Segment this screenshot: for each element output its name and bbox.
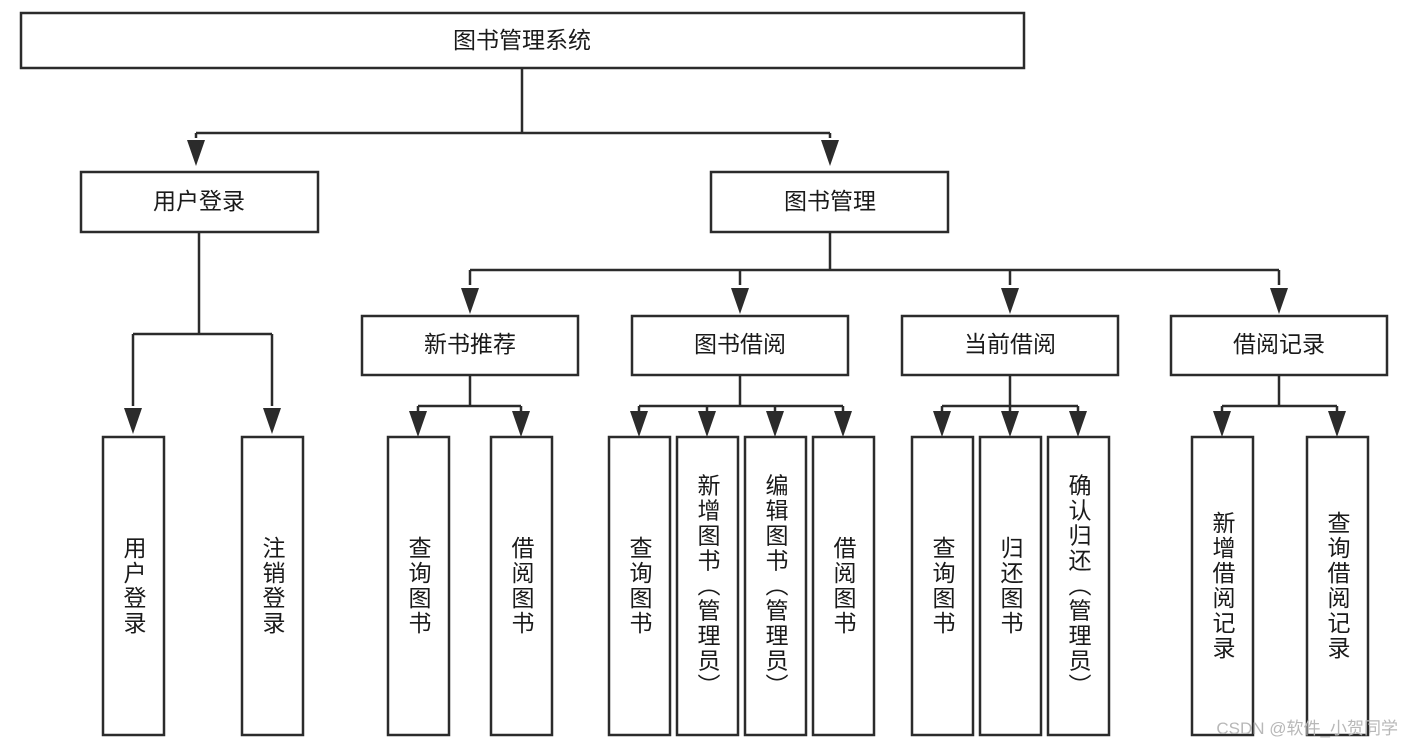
node-label-leaf-query-book-bb: 查询图书: [626, 536, 653, 636]
node-root-book-management-system[interactable]: 图书管理系统: [19, 11, 1026, 70]
node-box-book-borrow: [630, 314, 850, 377]
node-box-leaf-query-record: [1305, 435, 1370, 737]
arrow-icon-book-manage: [821, 140, 839, 166]
node-leaf-return-book[interactable]: 归还图书: [978, 435, 1043, 737]
node-box-leaf-confirm-return: [1046, 435, 1111, 737]
node-box-new-book-recommend: [360, 314, 580, 377]
node-box-leaf-borrow-book-nb: [489, 435, 554, 737]
node-leaf-query-record[interactable]: 查询借阅记录: [1305, 435, 1370, 737]
arrow-icon-book-borrow: [731, 288, 749, 314]
node-label-root: 图书管理系统: [453, 27, 591, 53]
node-box-leaf-logout: [240, 435, 305, 737]
arrow-icon-leaf-add-record: [1213, 411, 1231, 437]
node-label-leaf-query-book-nb: 查询图书: [405, 536, 432, 636]
arrow-icon-leaf-logout: [263, 408, 281, 434]
node-label-leaf-user-login: 用户登录: [120, 536, 147, 636]
node-leaf-add-record[interactable]: 新增借阅记录: [1190, 435, 1255, 737]
connector-layer: [124, 68, 1346, 437]
node-box-borrow-record: [1169, 314, 1389, 377]
arrow-icon-current-borrow: [1001, 288, 1019, 314]
node-current-borrow[interactable]: 当前借阅: [900, 314, 1120, 377]
watermark-text: CSDN @软件_小贺同学: [1216, 719, 1398, 738]
arrow-icon-leaf-add-book: [698, 411, 716, 437]
node-leaf-logout[interactable]: 注销登录: [240, 435, 305, 737]
node-label-user-login: 用户登录: [153, 188, 245, 214]
node-box-leaf-query-book-bb: [607, 435, 672, 737]
node-label-leaf-confirm-return: 确认归还（管理员）: [1065, 474, 1092, 699]
node-book-management[interactable]: 图书管理: [709, 170, 950, 234]
node-box-leaf-return-book: [978, 435, 1043, 737]
node-label-leaf-query-book-cb: 查询图书: [929, 536, 956, 636]
node-box-leaf-borrow-book-bb: [811, 435, 876, 737]
node-box-leaf-query-book-cb: [910, 435, 975, 737]
arrow-icon-leaf-edit-book: [766, 411, 784, 437]
node-leaf-borrow-book-bb[interactable]: 借阅图书: [811, 435, 876, 737]
arrow-icon-leaf-query-book-bb: [630, 411, 648, 437]
arrow-icon-leaf-borrow-book-nb: [512, 411, 530, 437]
node-box-book-management: [709, 170, 950, 234]
node-box-leaf-add-book: [675, 435, 740, 737]
node-leaf-add-book[interactable]: 新增图书（管理员）: [675, 435, 740, 737]
arrow-icon-leaf-return-book: [1001, 411, 1019, 437]
arrow-icon-leaf-confirm-return: [1069, 411, 1087, 437]
node-box-user-login: [79, 170, 320, 234]
node-label-leaf-edit-book: 编辑图书（管理员）: [762, 474, 789, 699]
node-label-leaf-borrow-book-bb: 借阅图书: [830, 536, 857, 636]
arrow-icon-leaf-user-login: [124, 408, 142, 434]
arrow-icon-leaf-borrow-book-bb: [834, 411, 852, 437]
node-label-new-book-recommend: 新书推荐: [424, 331, 516, 357]
node-leaf-query-book-cb[interactable]: 查询图书: [910, 435, 975, 737]
node-label-book-management: 图书管理: [784, 188, 876, 214]
node-label-book-borrow: 图书借阅: [694, 331, 786, 357]
arrow-icon-borrow-record: [1270, 288, 1288, 314]
node-leaf-query-book-bb[interactable]: 查询图书: [607, 435, 672, 737]
node-box-root: [19, 11, 1026, 70]
node-book-borrow[interactable]: 图书借阅: [630, 314, 850, 377]
arrow-icon-new-book: [461, 288, 479, 314]
node-box-leaf-edit-book: [743, 435, 808, 737]
node-label-leaf-return-book: 归还图书: [997, 536, 1024, 636]
node-label-borrow-record: 借阅记录: [1233, 331, 1325, 357]
node-leaf-borrow-book-nb[interactable]: 借阅图书: [489, 435, 554, 737]
node-label-leaf-query-record: 查询借阅记录: [1324, 511, 1351, 661]
node-new-book-recommend[interactable]: 新书推荐: [360, 314, 580, 377]
node-label-leaf-add-record: 新增借阅记录: [1209, 511, 1236, 661]
node-label-leaf-logout: 注销登录: [259, 536, 286, 636]
node-box-leaf-query-book-nb: [386, 435, 451, 737]
node-leaf-user-login[interactable]: 用户登录: [101, 435, 166, 737]
node-box-leaf-add-record: [1190, 435, 1255, 737]
arrow-icon-leaf-query-book-nb: [409, 411, 427, 437]
node-borrow-record[interactable]: 借阅记录: [1169, 314, 1389, 377]
arrow-icon-leaf-query-book-cb: [933, 411, 951, 437]
node-leaf-edit-book[interactable]: 编辑图书（管理员）: [743, 435, 808, 737]
node-user-login[interactable]: 用户登录: [79, 170, 320, 234]
node-label-leaf-add-book: 新增图书（管理员）: [694, 474, 721, 699]
arrow-icon-user-login: [187, 140, 205, 166]
node-label-current-borrow: 当前借阅: [964, 331, 1056, 357]
arrow-icon-leaf-query-record: [1328, 411, 1346, 437]
node-leaf-query-book-nb[interactable]: 查询图书: [386, 435, 451, 737]
node-box-current-borrow: [900, 314, 1120, 377]
node-box-leaf-user-login: [101, 435, 166, 737]
node-label-leaf-borrow-book-nb: 借阅图书: [508, 536, 535, 636]
node-leaf-confirm-return[interactable]: 确认归还（管理员）: [1046, 435, 1111, 737]
